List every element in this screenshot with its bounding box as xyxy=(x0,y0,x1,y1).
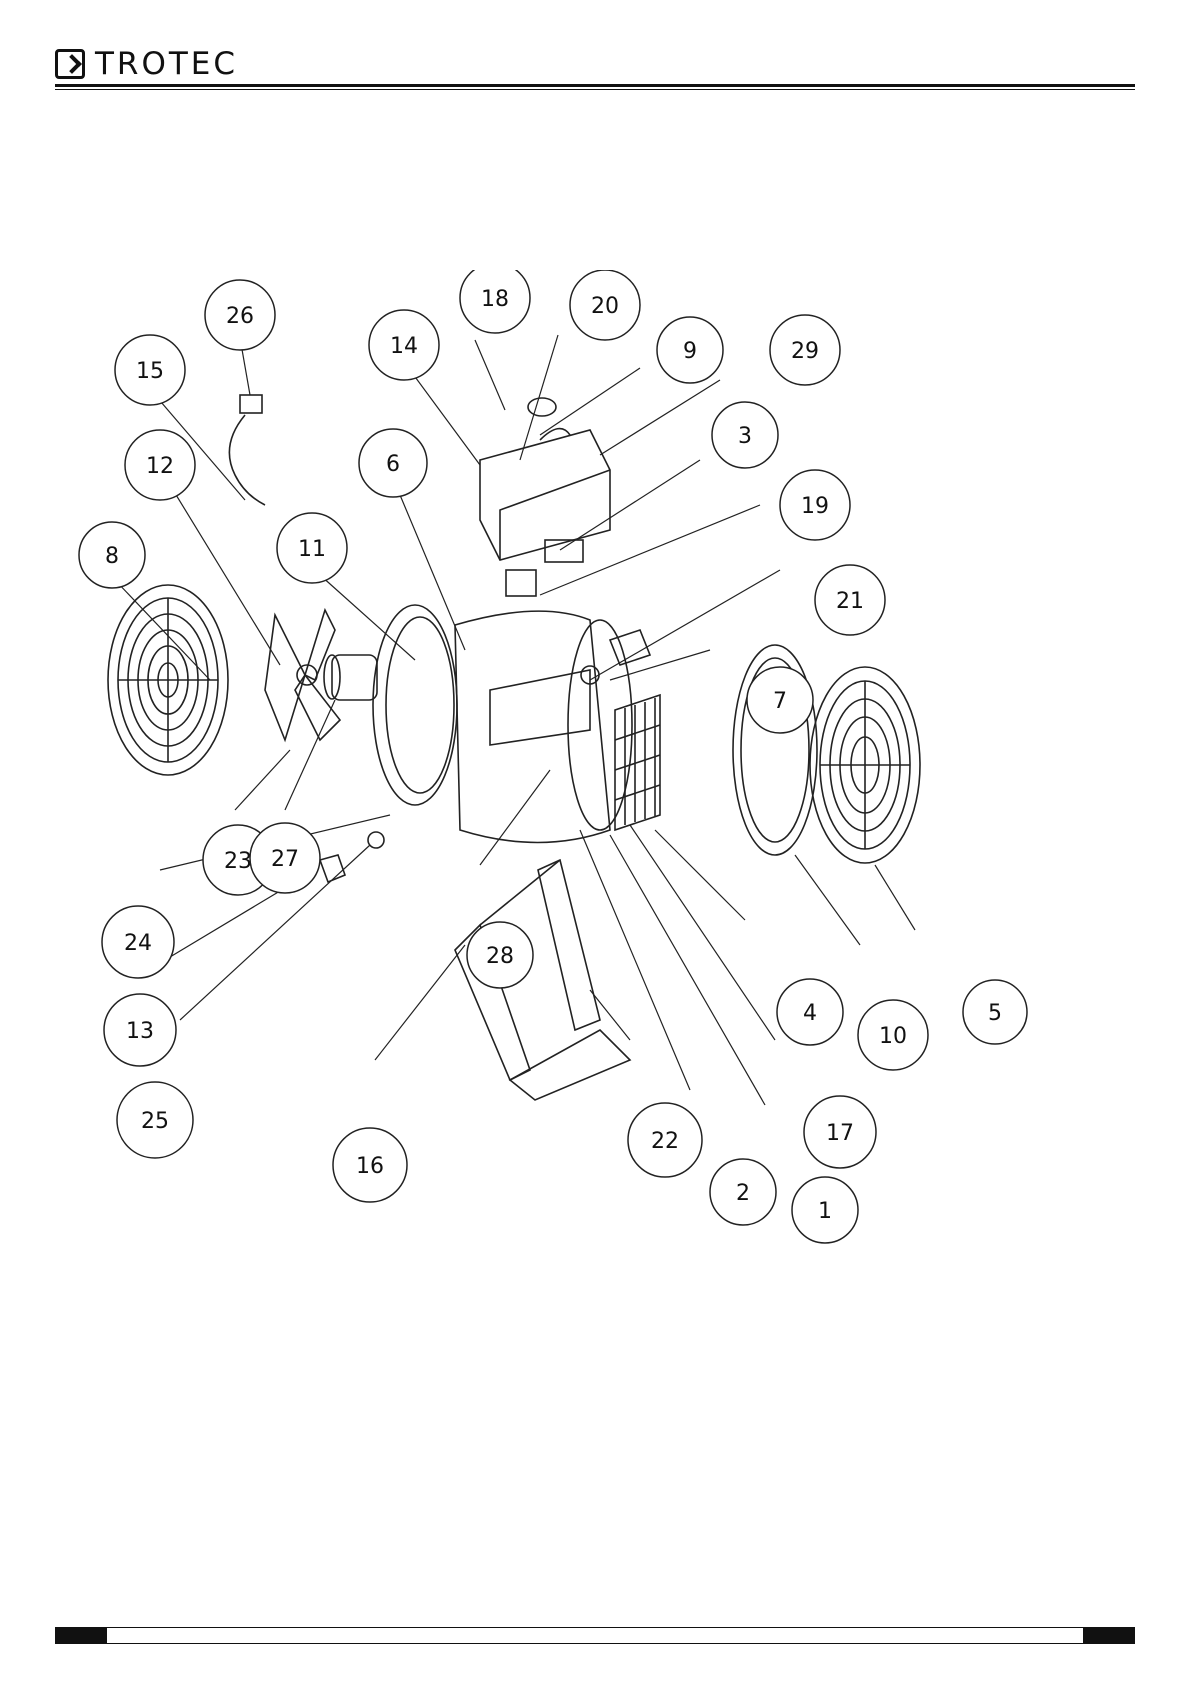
callout-label-4: 4 xyxy=(803,1001,817,1026)
fan-motor xyxy=(324,655,377,700)
callout-29: 29 xyxy=(770,315,840,385)
callout-9: 9 xyxy=(657,317,723,383)
callout-20: 20 xyxy=(570,270,640,340)
callout-label-23: 23 xyxy=(224,849,252,874)
rear-grille xyxy=(810,667,920,863)
exploded-view-diagram: 26 15 12 8 11 6 14 18 20 9 29 3 19 21 7 … xyxy=(70,270,1050,1260)
callout-5: 5 xyxy=(963,980,1027,1044)
callout-16: 16 xyxy=(333,1128,407,1202)
fan-blade xyxy=(265,610,340,740)
callout-label-6: 6 xyxy=(386,452,400,477)
callout-4: 4 xyxy=(777,979,843,1045)
part-25 xyxy=(368,832,384,848)
control-knob xyxy=(528,398,556,416)
callout-label-26: 26 xyxy=(226,304,254,329)
callout-label-25: 25 xyxy=(141,1109,169,1134)
callout-label-19: 19 xyxy=(801,494,829,519)
header-rule xyxy=(55,84,1135,87)
footer-left-block xyxy=(55,1627,107,1644)
callout-18: 18 xyxy=(460,270,530,333)
callout-label-7: 7 xyxy=(773,689,787,714)
power-cable xyxy=(229,415,265,505)
callout-3: 3 xyxy=(712,402,778,468)
heating-element xyxy=(615,695,660,830)
callout-10: 10 xyxy=(858,1000,928,1070)
power-plug xyxy=(240,395,262,413)
housing-ring xyxy=(373,605,457,805)
callout-label-15: 15 xyxy=(136,359,164,384)
callout-12: 12 xyxy=(125,430,195,500)
callout-label-5: 5 xyxy=(988,1001,1002,1026)
callout-label-28: 28 xyxy=(486,944,514,969)
callout-27: 27 xyxy=(250,823,320,893)
callout-label-29: 29 xyxy=(791,339,819,364)
callout-6: 6 xyxy=(359,429,427,497)
callout-label-11: 11 xyxy=(298,537,326,562)
callout-21: 21 xyxy=(815,565,885,635)
callout-13: 13 xyxy=(104,994,176,1066)
callout-22: 22 xyxy=(628,1103,702,1177)
callout-7: 7 xyxy=(747,667,813,733)
callout-label-27: 27 xyxy=(271,847,299,872)
brand-name: TROTEC xyxy=(95,49,238,79)
footer-bar xyxy=(55,1627,1135,1644)
callout-label-22: 22 xyxy=(651,1129,679,1154)
callout-label-8: 8 xyxy=(105,544,119,569)
knob-13 xyxy=(320,855,345,882)
footer-right-block xyxy=(1083,1627,1135,1644)
callout-label-21: 21 xyxy=(836,589,864,614)
callout-2: 2 xyxy=(710,1159,776,1225)
callout-8: 8 xyxy=(79,522,145,588)
callouts: 26 15 12 8 11 6 14 18 20 9 29 3 19 21 7 … xyxy=(79,270,1027,1243)
thermostat xyxy=(506,570,536,596)
callout-label-20: 20 xyxy=(591,294,619,319)
callout-label-10: 10 xyxy=(879,1024,907,1049)
callout-19: 19 xyxy=(780,470,850,540)
chevron-right-icon xyxy=(55,49,85,79)
trotec-logo: TROTEC xyxy=(55,46,238,82)
callout-label-13: 13 xyxy=(126,1019,154,1044)
callout-label-18: 18 xyxy=(481,287,509,312)
header-rule-thin xyxy=(55,89,1135,90)
callout-28: 28 xyxy=(467,922,533,988)
callout-label-12: 12 xyxy=(146,454,174,479)
callout-1: 1 xyxy=(792,1177,858,1243)
callout-label-14: 14 xyxy=(390,334,418,359)
callout-label-2: 2 xyxy=(736,1181,750,1206)
callout-label-1: 1 xyxy=(818,1199,832,1224)
callout-17: 17 xyxy=(804,1096,876,1168)
callout-label-16: 16 xyxy=(356,1154,384,1179)
callout-14: 14 xyxy=(369,310,439,380)
callout-label-9: 9 xyxy=(683,339,697,364)
callout-label-17: 17 xyxy=(826,1121,854,1146)
callout-15: 15 xyxy=(115,335,185,405)
callout-24: 24 xyxy=(102,906,174,978)
callout-26: 26 xyxy=(205,280,275,350)
callout-label-24: 24 xyxy=(124,931,152,956)
callout-25: 25 xyxy=(117,1082,193,1158)
callout-11: 11 xyxy=(277,513,347,583)
housing-drum xyxy=(455,611,632,842)
callout-label-3: 3 xyxy=(738,424,752,449)
